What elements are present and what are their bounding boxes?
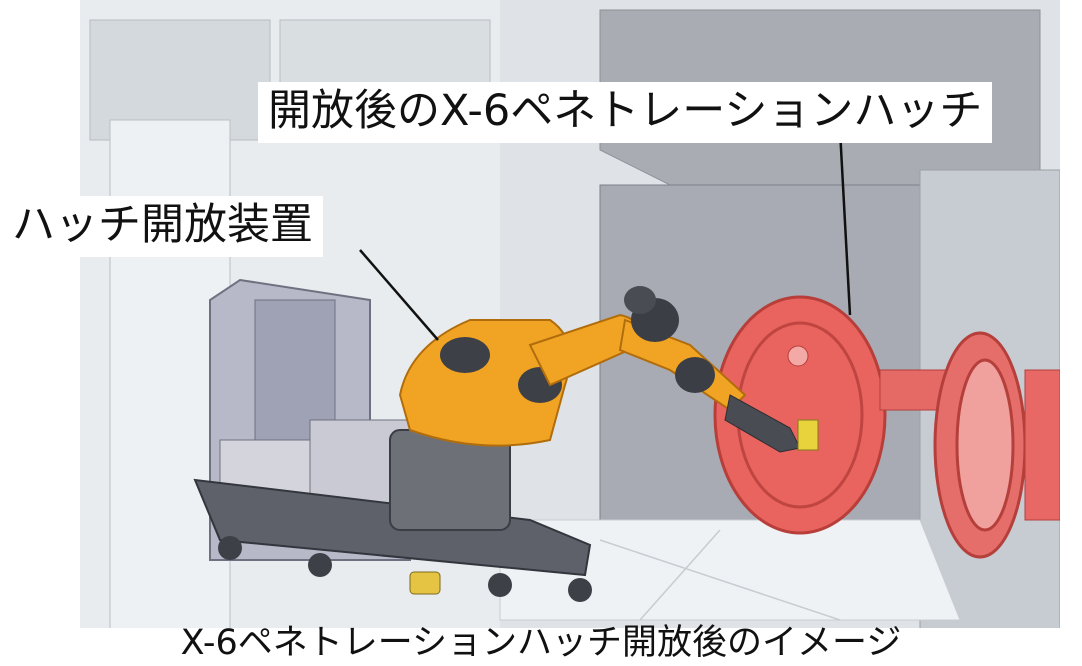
leader-line-left xyxy=(359,249,439,341)
robot-wrist xyxy=(724,394,801,453)
hatch-disk xyxy=(713,295,887,535)
robot-joint xyxy=(624,286,656,314)
figure-caption: X-6ペネトレーションハッチ開放後のイメージ xyxy=(180,623,902,663)
robot-motor xyxy=(440,337,490,373)
device-label: ハッチ開放装置 xyxy=(0,196,323,257)
yellow-part xyxy=(409,571,441,595)
wheel xyxy=(488,573,512,597)
wheel xyxy=(568,578,592,602)
wheel xyxy=(308,553,332,577)
device-panel xyxy=(254,299,336,441)
flange-inner xyxy=(955,358,1015,532)
wheel xyxy=(218,536,242,560)
floor-line xyxy=(599,539,841,621)
robot-joint xyxy=(675,357,715,393)
floor-line xyxy=(639,529,721,621)
hatch-hole xyxy=(787,345,809,367)
leader-line-top xyxy=(838,129,852,316)
penetration-pipe xyxy=(1024,369,1060,521)
hatch-label: 開放後のX-6ペネトレーションハッチ xyxy=(258,82,993,143)
robot-tool xyxy=(797,419,819,451)
